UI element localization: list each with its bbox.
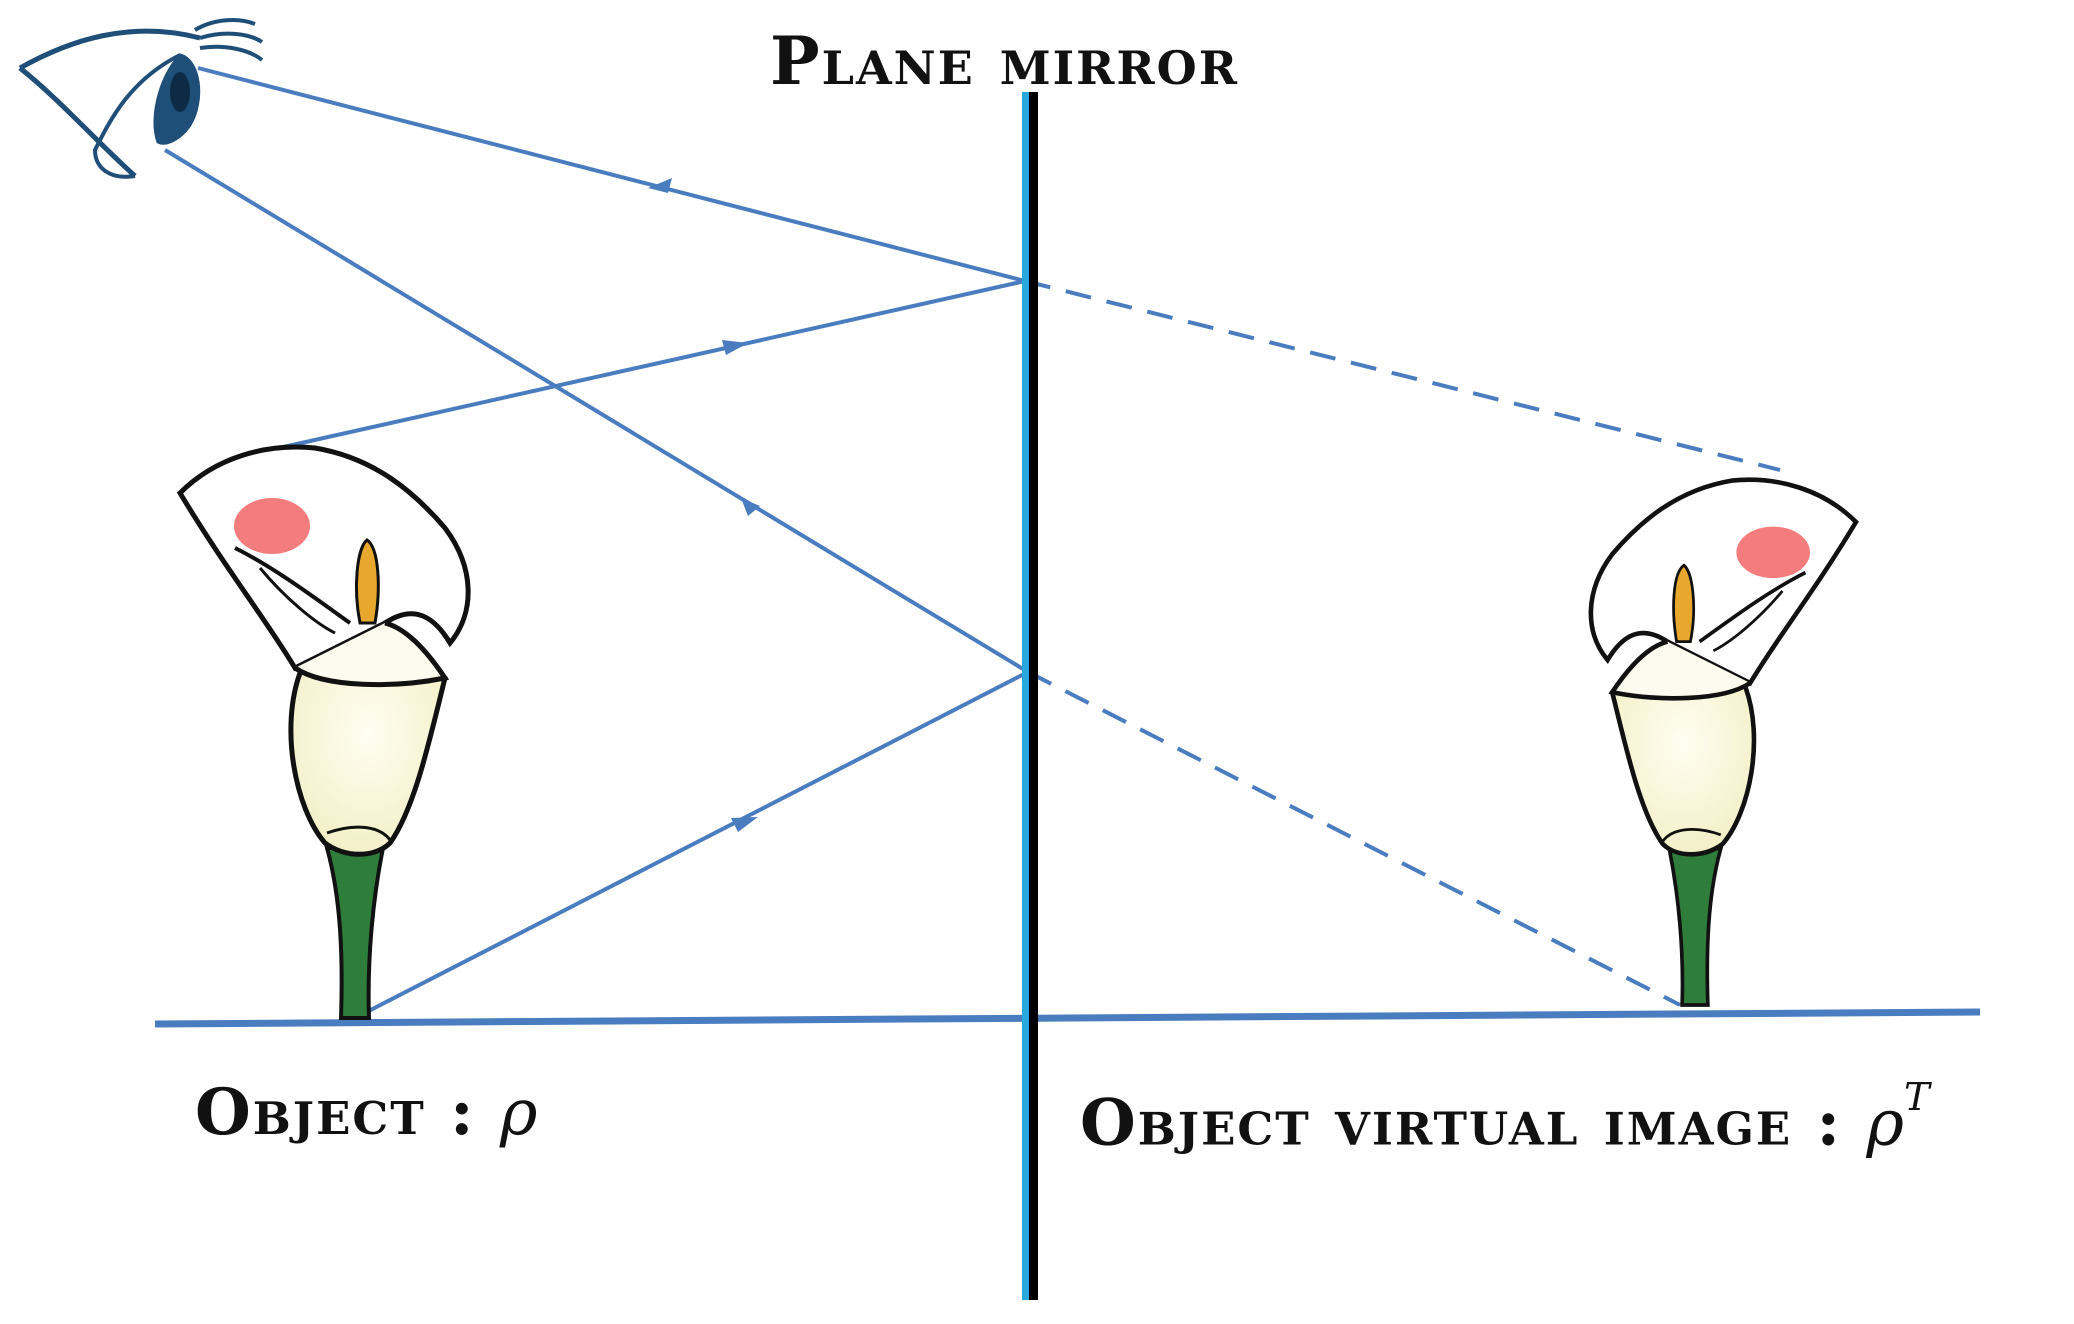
- arrow-bottom-reflected: [741, 498, 760, 516]
- object-label-text: Object :: [195, 1075, 500, 1150]
- object-symbol: ρ: [499, 1076, 538, 1150]
- eye-icon: [18, 18, 264, 179]
- virtual-image-symbol: ρ: [1866, 1086, 1905, 1161]
- arrow-bottom-incident: [731, 817, 758, 832]
- ray-bottom-incident: [354, 670, 1029, 1020]
- ray-bottom-reflected: [163, 148, 1030, 674]
- virtual-ray-bottom: [1027, 670, 1681, 1007]
- virtual-image-label: Object virtual image : ρT: [1080, 1075, 1930, 1161]
- mirror-front-surface: [1022, 92, 1029, 1300]
- light-rays: [163, 66, 1030, 1020]
- ray-top-incident: [269, 279, 1026, 452]
- transpose-superscript: T: [1904, 1075, 1930, 1120]
- calla-lily-icon: [1591, 480, 1856, 1005]
- image-spot: [1736, 526, 1810, 579]
- ground-line: [154, 1008, 1981, 1028]
- plane-mirror: [1022, 92, 1038, 1300]
- virtual-ray-top: [1024, 279, 1781, 472]
- arrow-top-reflected: [648, 178, 672, 193]
- object-label: Object : ρ: [195, 1075, 538, 1150]
- virtual-image-label-text: Object virtual image :: [1080, 1085, 1867, 1161]
- diagram-title: Plane mirror: [770, 22, 1239, 100]
- arrow-top-incident: [722, 340, 748, 355]
- ray-top-reflected: [197, 66, 1026, 283]
- calla-lily-icon: [180, 447, 468, 1018]
- mirror-back-surface: [1029, 92, 1038, 1300]
- virtual-rays: [1024, 279, 1781, 1007]
- ray-arrows: [648, 178, 760, 832]
- object-spot: [234, 498, 310, 554]
